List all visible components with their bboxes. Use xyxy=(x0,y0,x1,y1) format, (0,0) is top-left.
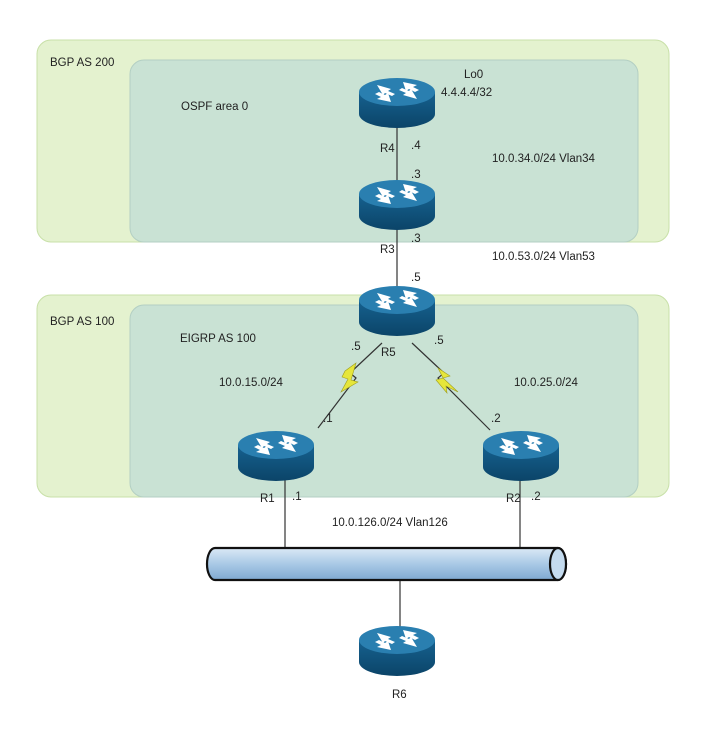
iface-r4-vlan34: .4 xyxy=(411,140,421,152)
router-r5-icon[interactable] xyxy=(359,286,435,336)
loopback-name: Lo0 xyxy=(464,69,484,81)
iface-r1-vlan126: .1 xyxy=(292,491,302,503)
iface-r1-15: .1 xyxy=(323,413,333,425)
iface-r5-25: .5 xyxy=(434,335,444,347)
iface-r3-vlan34: .3 xyxy=(411,169,421,181)
serial-link-r5-r1 xyxy=(317,342,383,429)
ethernet-bus-vlan126 xyxy=(205,546,568,582)
iface-r3-vlan53: .3 xyxy=(411,233,421,245)
router-r4-icon[interactable] xyxy=(359,78,435,128)
router-r1-icon[interactable] xyxy=(238,431,314,481)
router-r2-icon[interactable] xyxy=(483,431,559,481)
iface-r5-15: .5 xyxy=(351,341,361,353)
serial-link-r5-r2 xyxy=(411,342,491,431)
bgp-as200-label: BGP AS 200 xyxy=(50,57,115,69)
router-r5-label: R5 xyxy=(381,347,396,359)
eigrp-label: EIGRP AS 100 xyxy=(180,333,256,345)
network-vlan53-label: 10.0.53.0/24 Vlan53 xyxy=(492,251,595,263)
router-r1-label: R1 xyxy=(260,493,275,505)
bgp-as100-label: BGP AS 100 xyxy=(50,316,115,328)
network-15-label: 10.0.15.0/24 xyxy=(219,377,283,389)
network-vlan126-label: 10.0.126.0/24 Vlan126 xyxy=(332,517,448,529)
router-r6-icon[interactable] xyxy=(359,626,435,676)
router-r3-label: R3 xyxy=(380,244,395,256)
router-r4-label: R4 xyxy=(380,143,395,155)
iface-r5-vlan53: .5 xyxy=(411,272,421,284)
ospf-area0-region xyxy=(129,59,639,243)
network-25-label: 10.0.25.0/24 xyxy=(514,377,578,389)
iface-r2-vlan126: .2 xyxy=(531,491,541,503)
router-r6-label: R6 xyxy=(392,689,407,701)
router-r2-label: R2 xyxy=(506,493,521,505)
iface-r2-25: .2 xyxy=(491,413,501,425)
router-r3-icon[interactable] xyxy=(359,180,435,230)
loopback-address: 4.4.4.4/32 xyxy=(441,87,493,99)
ospf-area-label: OSPF area 0 xyxy=(181,101,249,113)
network-vlan34-label: 10.0.34.0/24 Vlan34 xyxy=(492,153,595,165)
